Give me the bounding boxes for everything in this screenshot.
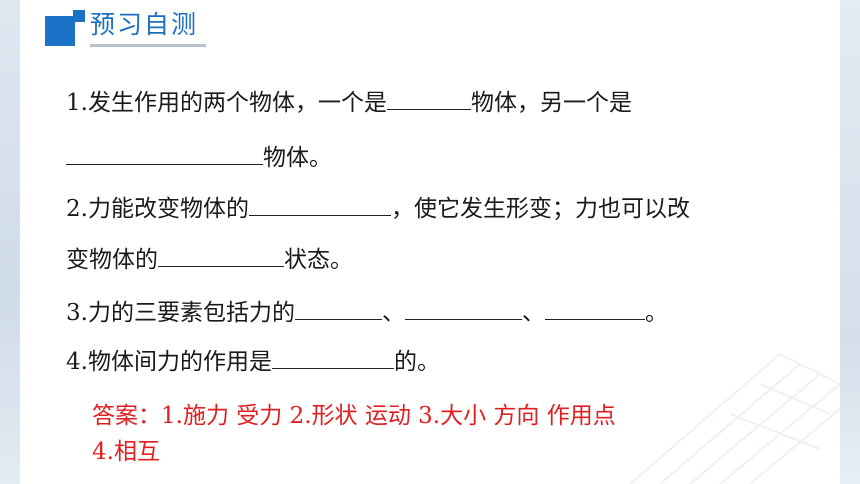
building-watermark-icon (629, 353, 840, 484)
question-1-line-2: 物体。 (66, 141, 332, 173)
section-title: 预习自测 (90, 10, 199, 39)
slide-content-card: 预习自测 1.发生作用的两个物体，一个是物体，另一个是 物体。 2.力能改变物体… (20, 0, 840, 484)
blank-field (66, 141, 263, 165)
question-1-line-1: 1.发生作用的两个物体，一个是物体，另一个是 (66, 86, 632, 118)
section-marker-icon (45, 10, 85, 50)
blank-field (386, 86, 471, 110)
blank-field (294, 296, 382, 320)
blank-field (248, 192, 391, 216)
blank-field (158, 243, 284, 267)
question-2-line-1: 2.力能改变物体的，使它发生形变；力也可以改 (66, 192, 690, 224)
left-background-strip (0, 0, 20, 484)
question-4: 4.物体间力的作用是的。 (66, 345, 440, 377)
blank-field (404, 296, 522, 320)
answer-line-2: 4.相互 (92, 439, 160, 465)
question-2-line-2: 变物体的状态。 (66, 243, 353, 275)
answer-line-1: 答案：1.施力 受力 2.形状 运动 3.大小 方向 作用点 (92, 403, 616, 429)
blank-field (544, 296, 645, 320)
right-background-strip (840, 0, 860, 484)
title-underline (90, 44, 206, 47)
blank-field (271, 345, 394, 369)
question-3: 3.力的三要素包括力的、、。 (66, 296, 668, 328)
